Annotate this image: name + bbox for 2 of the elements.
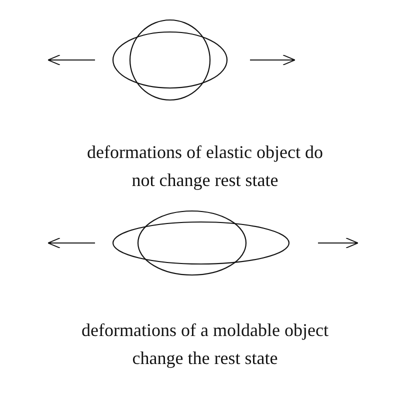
caption: deformations of elastic object do not change rest state: [86, 141, 324, 192]
caption: deformations of a moldable object change the rest state: [80, 319, 330, 370]
